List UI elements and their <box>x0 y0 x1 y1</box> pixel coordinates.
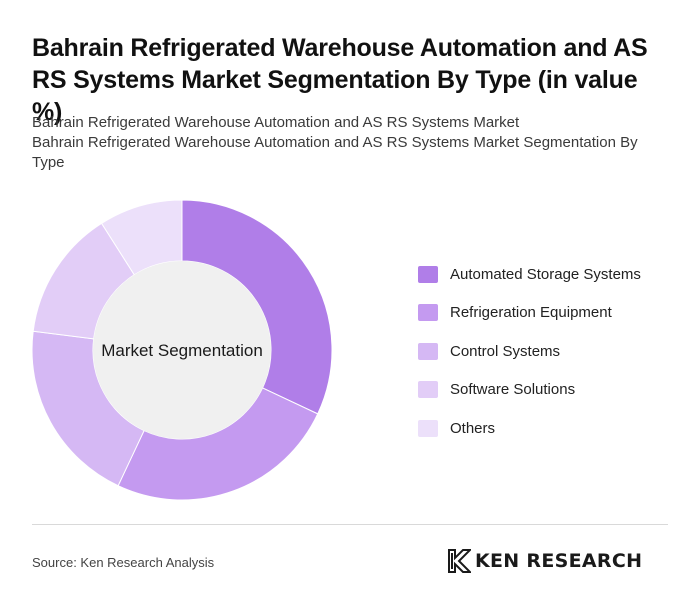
legend-item-others[interactable]: Others <box>418 418 678 438</box>
donut-center <box>93 261 271 439</box>
donut-center-label: Market Segmentation <box>101 341 263 360</box>
chart-subtitle: Bahrain Refrigerated Warehouse Automatio… <box>32 113 672 173</box>
ken-research-logo-text: KEN RESEARCH <box>475 550 643 572</box>
legend-swatch-software-solutions <box>418 381 438 398</box>
legend-label-others: Others <box>450 419 496 437</box>
legend-item-automated-storage-systems[interactable]: Automated Storage Systems <box>418 264 678 284</box>
legend-label-software-solutions: Software Solutions <box>450 381 576 398</box>
legend-swatch-refrigeration-equipment <box>418 304 438 321</box>
legend-item-software-solutions[interactable]: Software Solutions <box>418 380 678 400</box>
donut-chart: Market Segmentation <box>31 199 333 501</box>
legend-swatch-others <box>418 419 438 437</box>
legend-swatch-control-systems <box>418 342 438 360</box>
donut-slice-refrigeration-equipment[interactable] <box>117 387 319 501</box>
legend-label-refrigeration-equipment: Refrigeration Equipment <box>450 304 612 321</box>
legend-item-refrigeration-equipment[interactable]: Refrigeration Equipment <box>418 303 678 323</box>
legend-swatch-automated-storage-systems <box>418 265 438 283</box>
donut-slices <box>31 199 333 501</box>
subtitle-line-2: Bahrain Refrigerated Warehouse Automatio… <box>32 134 638 171</box>
chart-title: Bahrain Refrigerated Warehouse Automatio… <box>32 34 648 126</box>
ken-research-logo: KEN RESEARCH <box>447 548 642 574</box>
footer-divider <box>32 524 668 525</box>
subtitle-line-1: Bahrain Refrigerated Warehouse Automatio… <box>32 114 520 131</box>
source-note: Source: Ken Research Analysis <box>32 555 215 570</box>
ken-research-logo-icon <box>448 549 471 573</box>
legend-label-automated-storage-systems: Automated Storage Systems <box>450 265 641 283</box>
legend-label-control-systems: Control Systems <box>450 342 561 360</box>
legend-item-control-systems[interactable]: Control Systems <box>418 341 678 361</box>
